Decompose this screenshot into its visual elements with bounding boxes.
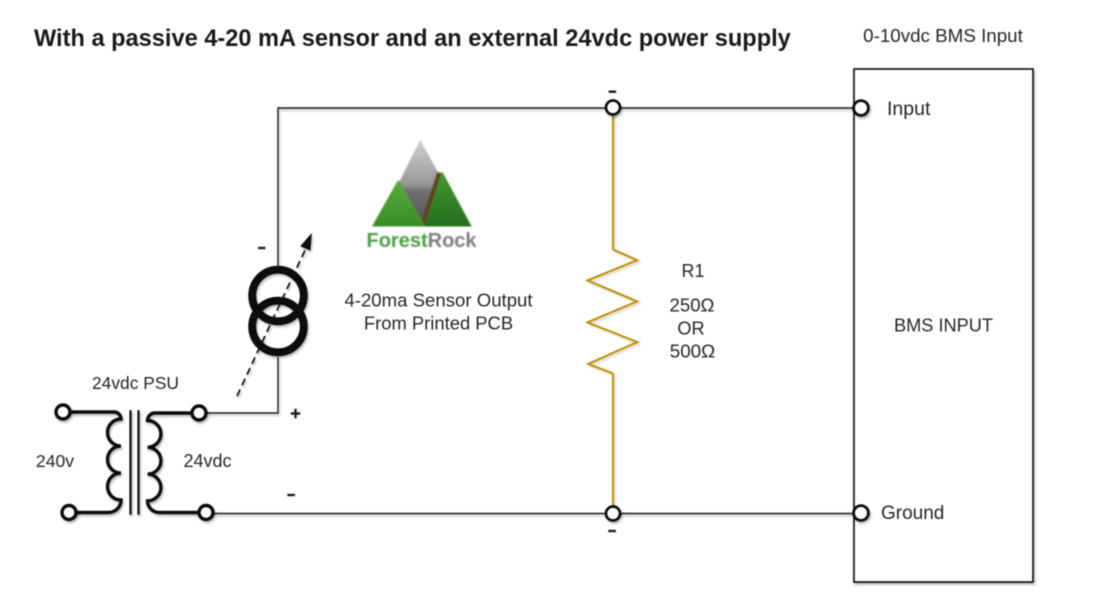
svg-text:OR: OR [677,319,704,339]
svg-text:From Printed PCB: From Printed PCB [364,312,513,333]
svg-text:Ground: Ground [881,503,944,524]
svg-text:24vdc: 24vdc [183,451,231,471]
svg-text:With a passive 4-20 mA sensor: With a passive 4-20 mA sensor and an ext… [34,26,791,52]
svg-text:500Ω: 500Ω [670,341,715,362]
svg-text:24vdc PSU: 24vdc PSU [92,373,179,393]
svg-text:4-20ma Sensor Output: 4-20ma Sensor Output [344,290,533,311]
svg-text:250Ω: 250Ω [670,295,715,316]
svg-text:BMS INPUT: BMS INPUT [894,316,993,336]
svg-text:0-10vdc BMS Input: 0-10vdc BMS Input [863,25,1024,46]
svg-text:Input: Input [887,98,931,120]
svg-text:ForestRock: ForestRock [367,230,478,252]
svg-text:R1: R1 [681,261,704,281]
svg-text:240v: 240v [36,451,74,471]
